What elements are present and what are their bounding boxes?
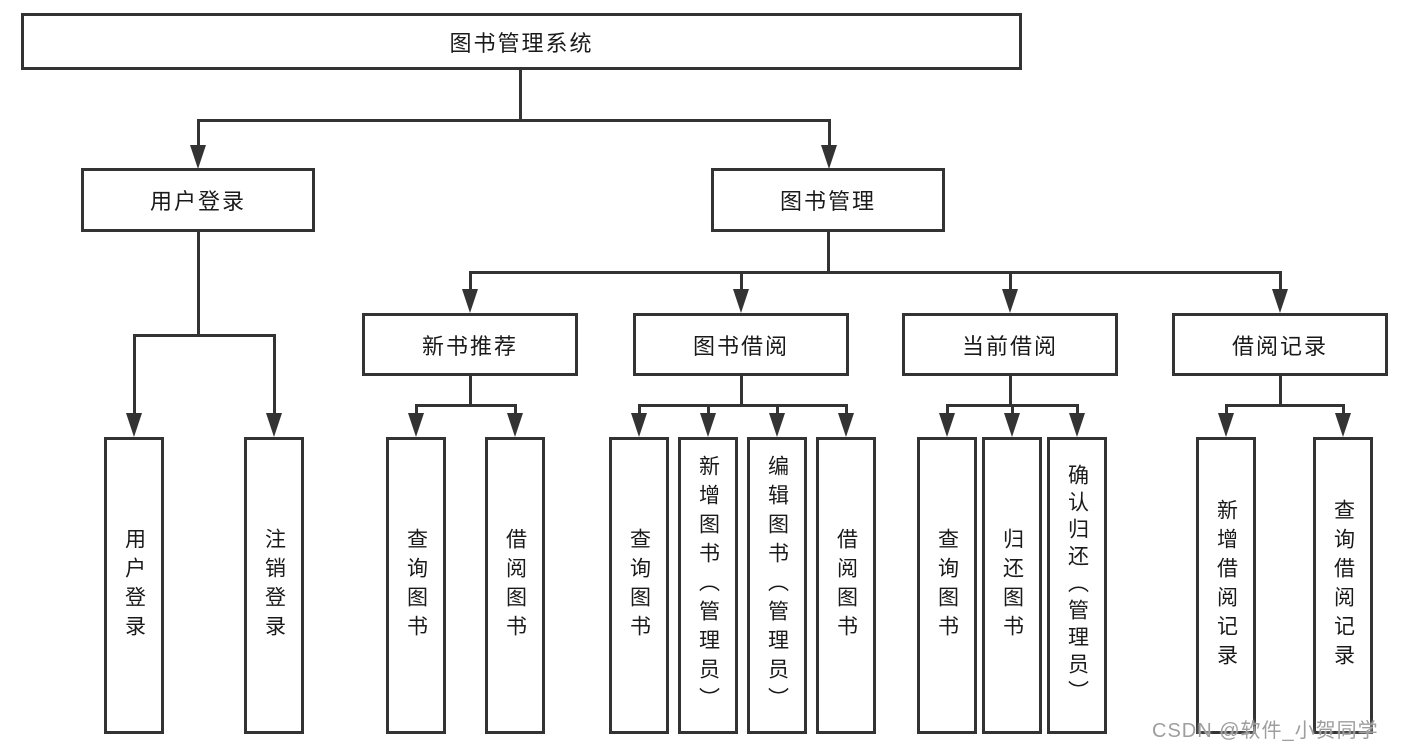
connector-user-login-stem bbox=[197, 232, 200, 337]
connector-drop-bb-add bbox=[707, 404, 710, 414]
leaf-br-add-record: 新增借阅记录 bbox=[1196, 437, 1256, 734]
node-library-management-system: 图书管理系统 bbox=[21, 13, 1022, 70]
connector-drop-leaf-user-login bbox=[133, 334, 136, 414]
connector-drop-br-query bbox=[1342, 404, 1345, 414]
arrowhead-cb-return bbox=[1004, 413, 1020, 437]
leaf-cb-confirm-return-admin: 确认归还（管理员） bbox=[1047, 437, 1107, 734]
arrowhead-bb-add bbox=[700, 413, 716, 437]
leaf-label: 归还图书 bbox=[1000, 527, 1024, 644]
node-label: 当前借阅 bbox=[961, 333, 1058, 359]
leaf-bb-add-books-admin: 新增图书（管理员） bbox=[678, 437, 738, 734]
node-new-book-recommend: 新书推荐 bbox=[362, 313, 578, 376]
leaf-nb-borrow-books: 借阅图书 bbox=[485, 437, 545, 734]
arrowhead-leaf-logout bbox=[266, 413, 282, 437]
connector-drop-bb-edit bbox=[776, 404, 779, 414]
node-label: 借阅记录 bbox=[1231, 333, 1328, 359]
connector-drop-nb-borrow bbox=[514, 404, 517, 414]
arrowhead-user-login bbox=[190, 145, 206, 169]
leaf-cb-query-books: 查询图书 bbox=[917, 437, 977, 734]
arrowhead-br-add bbox=[1218, 413, 1234, 437]
connector-book-management-stem bbox=[827, 232, 830, 273]
connector-borrow-record-stem bbox=[1279, 376, 1282, 407]
leaf-bb-borrow-books: 借阅图书 bbox=[816, 437, 876, 734]
leaf-label: 查询图书 bbox=[404, 527, 428, 644]
connector-drop-cb-return bbox=[1011, 404, 1014, 414]
connector-drop-br-add bbox=[1225, 404, 1228, 414]
node-current-borrowing: 当前借阅 bbox=[902, 313, 1118, 376]
arrowhead-bb-borrow bbox=[838, 413, 854, 437]
leaf-logout: 注销登录 bbox=[244, 437, 304, 734]
leaf-user-login: 用户登录 bbox=[104, 437, 164, 734]
connector-borrow-record-crossbar bbox=[1225, 404, 1344, 407]
leaf-label: 编辑图书（管理员） bbox=[765, 455, 789, 716]
arrowhead-book-borrow bbox=[733, 289, 749, 313]
arrowhead-nb-query bbox=[408, 413, 424, 437]
arrowhead-cb-confirm bbox=[1069, 413, 1085, 437]
arrowhead-new-book bbox=[462, 289, 478, 313]
leaf-label: 新增图书（管理员） bbox=[696, 455, 720, 716]
leaf-br-query-record: 查询借阅记录 bbox=[1313, 437, 1373, 734]
connector-root-stem bbox=[519, 70, 522, 120]
leaf-label: 查询图书 bbox=[627, 527, 651, 644]
connector-drop-leaf-logout bbox=[273, 334, 276, 414]
arrowhead-br-query bbox=[1335, 413, 1351, 437]
leaf-label: 借阅图书 bbox=[834, 527, 858, 644]
connector-current-borrow-stem bbox=[1009, 376, 1012, 407]
leaf-label: 查询借阅记录 bbox=[1331, 498, 1355, 673]
connector-drop-nb-query bbox=[415, 404, 418, 414]
connector-book-borrow-stem bbox=[740, 376, 743, 407]
connector-new-book-stem bbox=[469, 376, 472, 407]
node-borrowing-records: 借阅记录 bbox=[1172, 313, 1388, 376]
connector-book-management-crossbar bbox=[469, 271, 1282, 274]
leaf-label: 新增借阅记录 bbox=[1214, 498, 1238, 673]
csdn-watermark: CSDN @软件_小贺同学 bbox=[1152, 720, 1379, 742]
connector-new-book-crossbar bbox=[415, 404, 516, 407]
leaf-bb-query-books: 查询图书 bbox=[609, 437, 669, 734]
node-label: 图书管理系统 bbox=[449, 30, 594, 56]
leaf-label: 用户登录 bbox=[122, 527, 146, 644]
connector-drop-cb-confirm bbox=[1076, 404, 1079, 414]
connector-drop-book-management bbox=[828, 119, 831, 146]
node-label: 图书管理 bbox=[779, 189, 876, 214]
leaf-label: 注销登录 bbox=[262, 527, 286, 644]
leaf-label: 确认归还（管理员） bbox=[1065, 464, 1089, 707]
arrowhead-bb-query bbox=[631, 413, 647, 437]
connector-drop-new-book bbox=[469, 271, 472, 290]
arrowhead-leaf-user-login bbox=[126, 413, 142, 437]
connector-root-crossbar bbox=[197, 119, 831, 122]
arrowhead-cb-query bbox=[939, 413, 955, 437]
connector-user-login-crossbar bbox=[133, 334, 275, 337]
connector-drop-current-borrow bbox=[1009, 271, 1012, 290]
connector-drop-bb-query bbox=[638, 404, 641, 414]
arrowhead-bb-edit bbox=[769, 413, 785, 437]
leaf-nb-query-books: 查询图书 bbox=[386, 437, 446, 734]
node-label: 图书借阅 bbox=[692, 333, 789, 359]
connector-drop-bb-borrow bbox=[845, 404, 848, 414]
leaf-label: 借阅图书 bbox=[503, 527, 527, 644]
arrowhead-nb-borrow bbox=[507, 413, 523, 437]
connector-drop-book-borrow bbox=[740, 271, 743, 290]
leaf-label: 查询图书 bbox=[935, 527, 959, 644]
connector-drop-borrow-record bbox=[1279, 271, 1282, 290]
node-user-login: 用户登录 bbox=[81, 168, 315, 232]
node-label: 新书推荐 bbox=[421, 333, 518, 359]
arrowhead-book-management bbox=[821, 145, 837, 169]
connector-drop-cb-query bbox=[946, 404, 949, 414]
node-book-borrowing: 图书借阅 bbox=[633, 313, 849, 376]
arrowhead-borrow-record bbox=[1272, 289, 1288, 313]
node-label: 用户登录 bbox=[149, 189, 246, 214]
leaf-cb-return-books: 归还图书 bbox=[982, 437, 1042, 734]
connector-book-borrow-crossbar bbox=[638, 404, 847, 407]
connector-drop-user-login bbox=[197, 119, 200, 146]
node-book-management: 图书管理 bbox=[711, 168, 945, 232]
arrowhead-current-borrow bbox=[1002, 289, 1018, 313]
leaf-bb-edit-books-admin: 编辑图书（管理员） bbox=[747, 437, 807, 734]
